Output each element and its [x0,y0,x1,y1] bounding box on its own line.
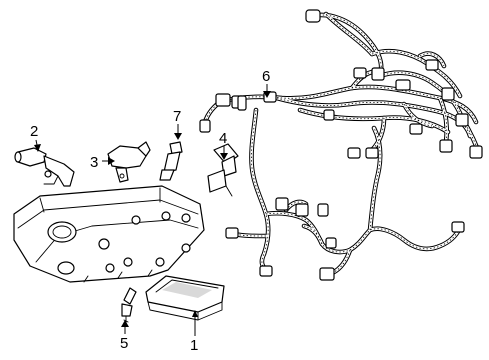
crank-sensor [14,147,75,187]
harness-branch-wrap [369,127,381,231]
harness-branch [347,225,463,253]
callout-7: 7 [173,108,181,125]
harness-branch [309,12,384,79]
callout-2: 2 [30,123,38,140]
fuel-injector [159,141,183,181]
callout-6: 6 [262,68,270,85]
harness-branch-wrap [419,53,445,67]
harness-branch-wrap [349,227,461,251]
harness-branch-wrap [379,72,463,119]
callout-1: 1 [190,337,198,354]
callout-5: 5 [120,335,128,352]
engine-control-module [145,275,225,321]
wiring-harness [199,9,483,281]
harness-branch-wrap [403,103,433,127]
oxygen-sensor [207,143,239,197]
spark-plug [121,287,137,327]
cam-sensor [107,141,151,183]
callout-4: 4 [219,130,227,147]
harness-branch-wrap [439,97,448,143]
harness-branch-core [302,224,324,246]
callout-labels: 1 2 3 4 5 6 7 [30,68,270,354]
valve-cover [13,185,205,283]
harness-branch-core [324,12,374,56]
harness-branch-wrap [203,101,221,127]
leader-lines [34,84,271,336]
callout-3: 3 [90,154,98,171]
harness-branch-core [268,94,472,138]
harness-branch [263,210,353,255]
